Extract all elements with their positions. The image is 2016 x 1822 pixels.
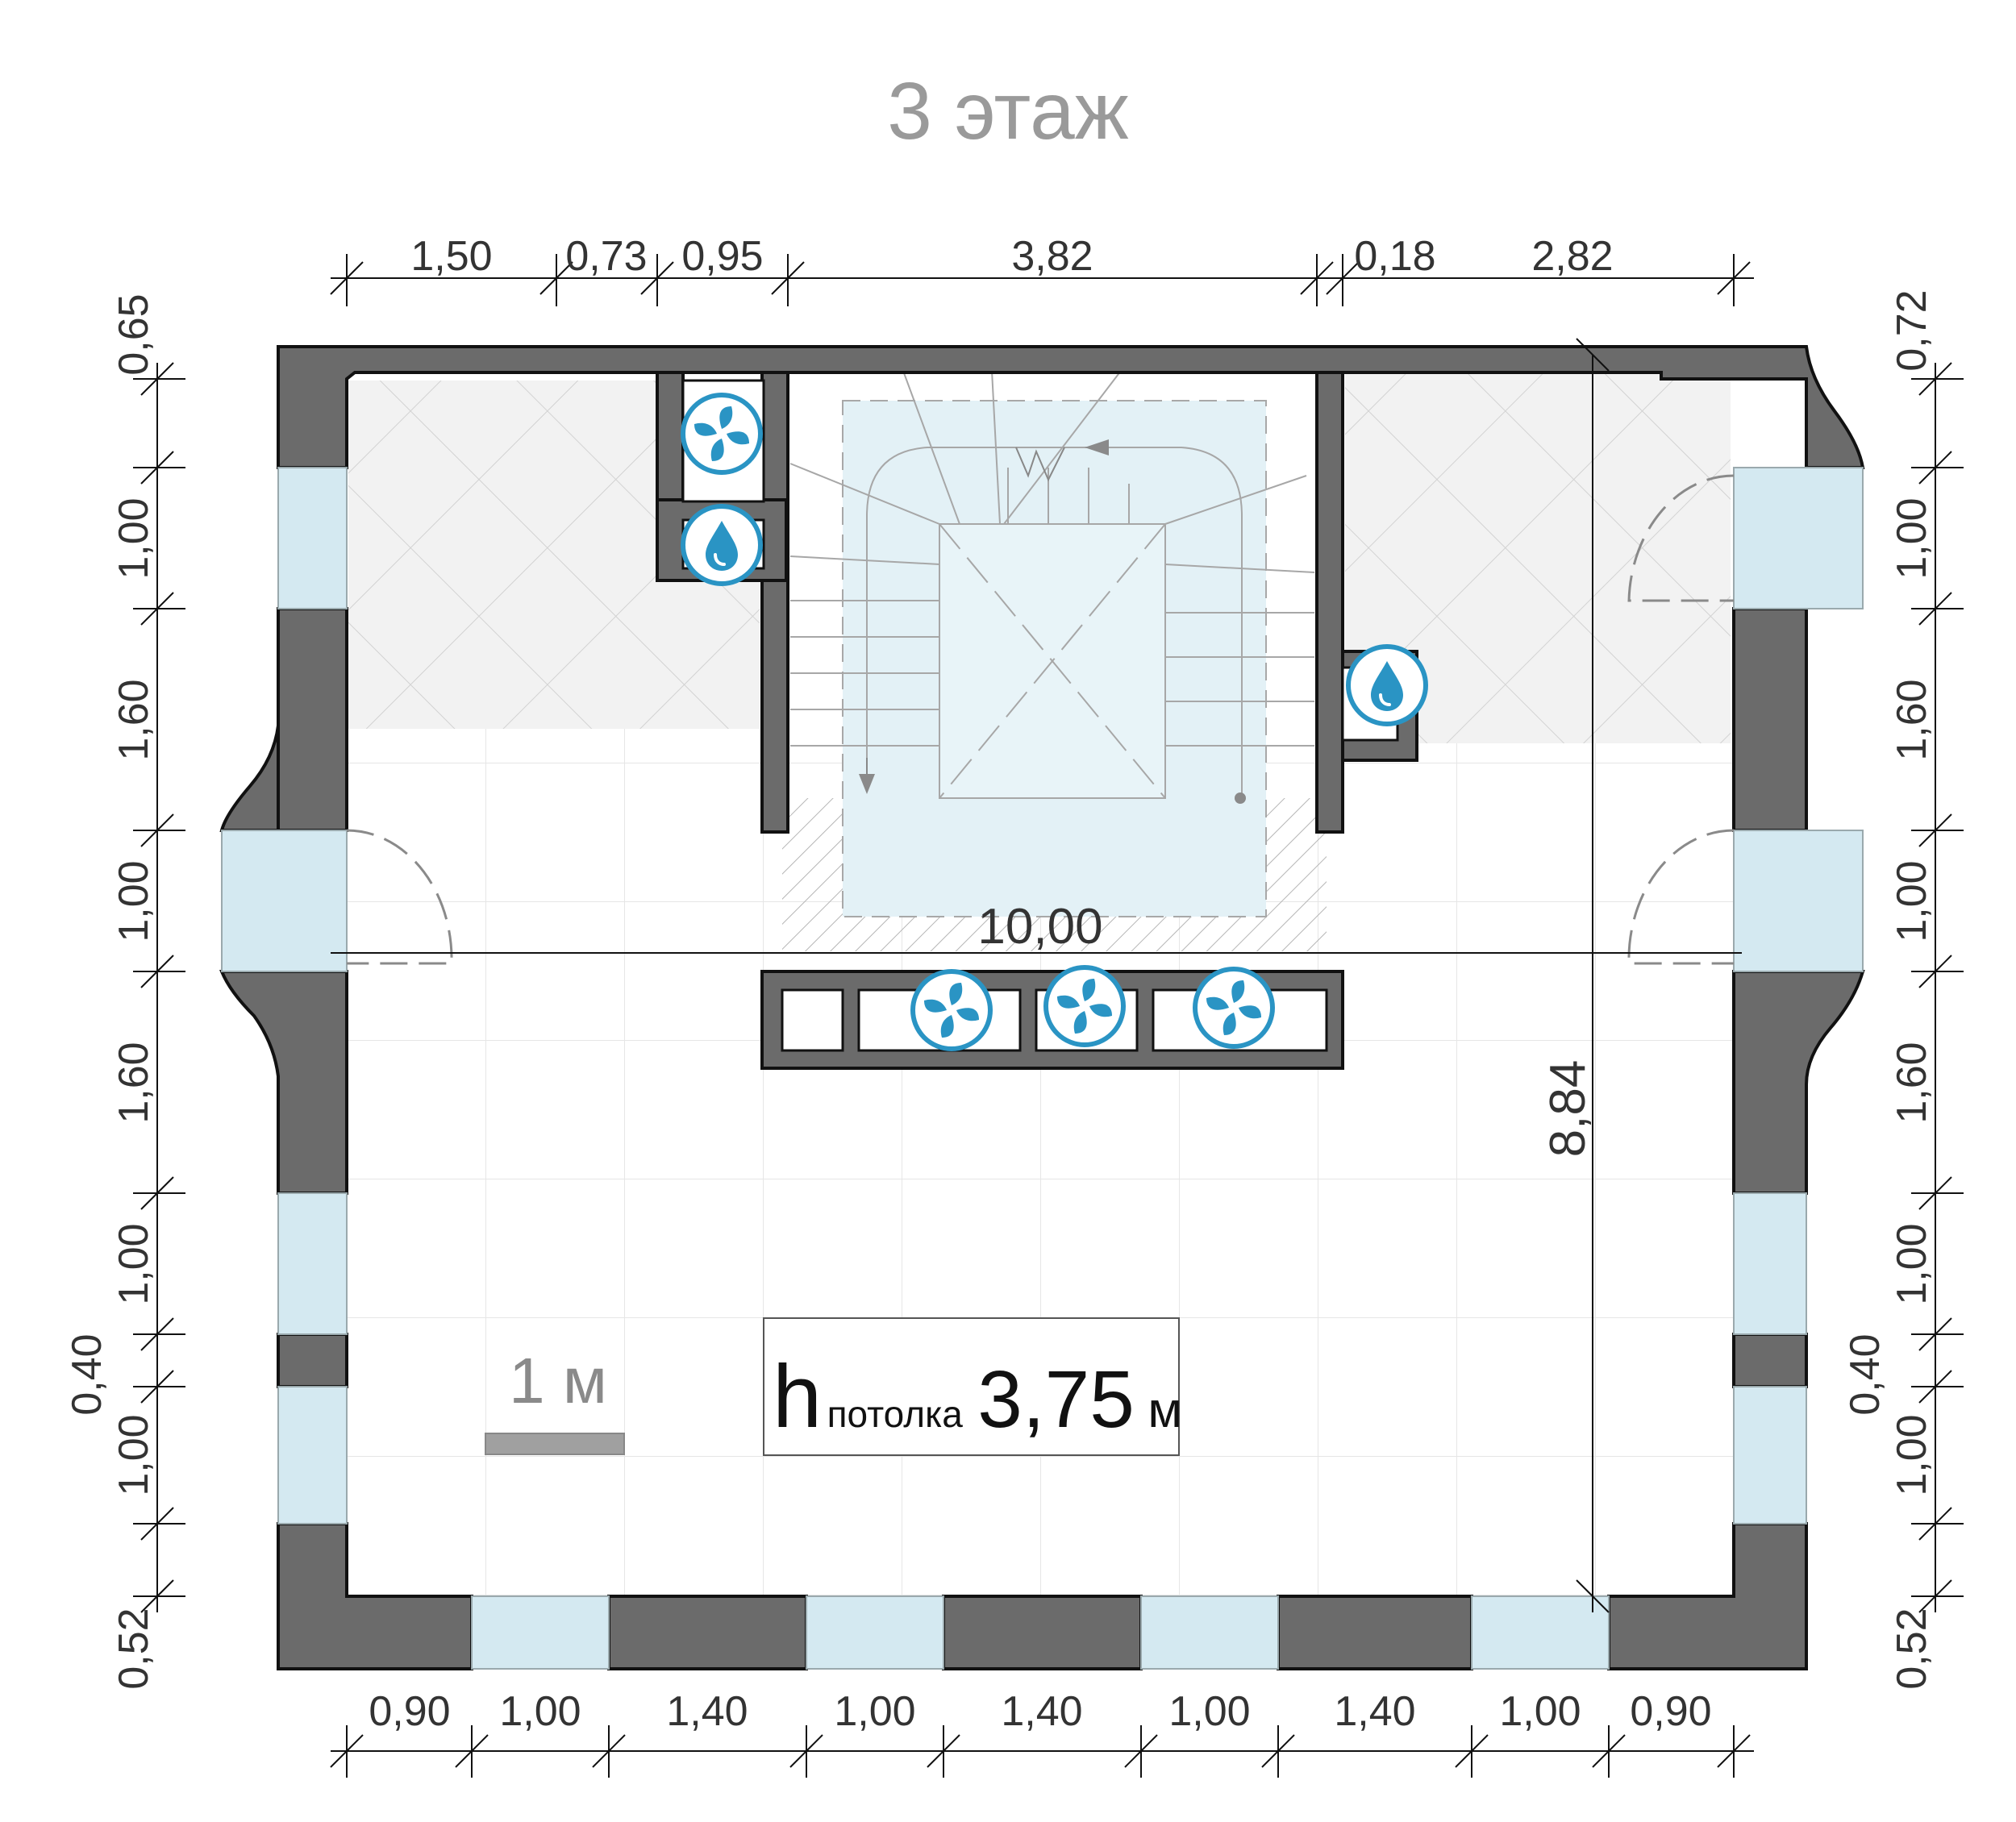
dim-right-4: 1,00 (1889, 860, 1935, 942)
ceiling-h: h (773, 1347, 822, 1446)
dim-left-3: 1,60 (110, 679, 157, 760)
scale-bar: 1 м (485, 1345, 625, 1455)
dim-labels-left: 0,65 1,00 1,60 1,00 1,60 1,00 0,40 1,00 … (64, 293, 157, 1689)
dim-chain-top (330, 254, 1754, 306)
fan-icon (1193, 967, 1275, 1049)
stair-arrow-left (1085, 439, 1109, 456)
dim-left-7: 0,40 (64, 1333, 110, 1415)
dim-top-4: 3,82 (1011, 233, 1093, 280)
overall-depth-label: 8,84 (1540, 1060, 1596, 1158)
scale-bar-rect (485, 1433, 625, 1455)
dim-right-2: 1,00 (1889, 497, 1935, 579)
water-drop-icon (1346, 644, 1428, 726)
stair-arrow-down (859, 774, 875, 794)
dim-right-9: 0,52 (1889, 1608, 1935, 1689)
dim-bottom-3: 1,40 (666, 1688, 748, 1735)
dim-left-6: 1,00 (110, 1223, 157, 1304)
fan-icon (1043, 965, 1126, 1047)
dim-top-5: 0,18 (1354, 233, 1435, 280)
ceiling-value: 3,75 (977, 1354, 1135, 1445)
ceiling-height-label: h потолка 3,75 м (773, 1347, 1182, 1446)
dim-top-3: 0,95 (681, 233, 763, 280)
ceiling-height-box: h потолка 3,75 м (763, 1317, 1182, 1456)
dim-top-1: 1,50 (410, 233, 492, 280)
door-swing-left (346, 829, 453, 965)
dim-left-8: 1,00 (110, 1414, 157, 1495)
dim-bottom-8: 1,00 (1499, 1688, 1581, 1735)
dim-right-3: 1,60 (1889, 679, 1935, 760)
staircase (789, 370, 1315, 799)
dim-chain-bottom (330, 1725, 1754, 1778)
dim-right-5: 1,60 (1889, 1042, 1935, 1123)
fan-icon (910, 969, 993, 1051)
dim-right-8: 1,00 (1889, 1414, 1935, 1495)
dim-right-1: 0,72 (1889, 289, 1935, 371)
dim-right-7: 0,40 (1842, 1333, 1889, 1415)
dim-left-4: 1,00 (110, 860, 157, 942)
overall-width-label: 10,00 (977, 899, 1102, 955)
dim-labels-top: 1,50 0,73 0,95 3,82 0,18 2,82 (410, 233, 1613, 280)
door-swing-right-upper (1627, 474, 1735, 602)
dim-bottom-9: 0,90 (1630, 1688, 1711, 1735)
ceiling-unit: м (1148, 1383, 1182, 1438)
ceiling-sub: потолка (827, 1393, 964, 1435)
scale-label: 1 м (509, 1345, 607, 1416)
door-swing-right-lower (1627, 829, 1735, 965)
dim-labels-right: 0,72 1,00 1,60 1,00 1,60 1,00 0,40 1,00 … (1842, 289, 1935, 1689)
door-swings (346, 474, 1735, 965)
dim-bottom-6: 1,00 (1168, 1688, 1250, 1735)
dim-right-6: 1,00 (1889, 1223, 1935, 1304)
water-drop-icon (681, 504, 763, 586)
page-title: 3 этаж (887, 66, 1129, 156)
dim-bottom-2: 1,00 (499, 1688, 581, 1735)
dim-bottom-1: 0,90 (369, 1688, 450, 1735)
overall-dimensions (331, 338, 1742, 1613)
dim-left-5: 1,60 (110, 1042, 157, 1123)
dim-chain-right (1911, 362, 1964, 1613)
dim-labels-bottom: 0,90 1,00 1,40 1,00 1,40 1,00 1,40 1,00 … (369, 1688, 1711, 1735)
dim-chain-left (133, 362, 185, 1613)
dim-top-6: 2,82 (1531, 233, 1613, 280)
dim-left-2: 1,00 (110, 497, 157, 579)
walls (219, 345, 1865, 1670)
stair-start-dot (1235, 792, 1246, 804)
dim-bottom-5: 1,40 (1001, 1688, 1082, 1735)
dim-bottom-4: 1,00 (834, 1688, 915, 1735)
dim-left-1: 0,65 (110, 293, 157, 375)
windows (221, 467, 1864, 1670)
fan-icon (681, 393, 763, 475)
dim-top-2: 0,73 (565, 233, 647, 280)
dim-bottom-7: 1,40 (1334, 1688, 1415, 1735)
dim-left-9: 0,52 (110, 1608, 157, 1689)
